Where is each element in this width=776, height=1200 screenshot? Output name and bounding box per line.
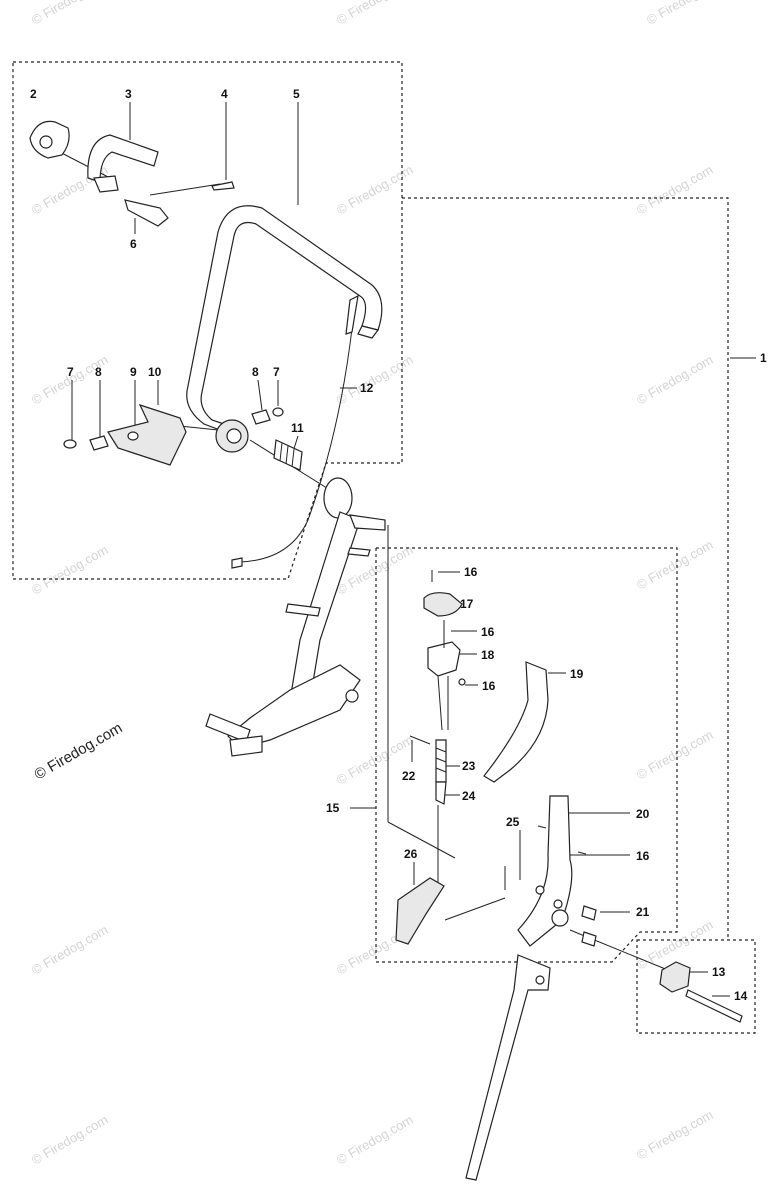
watermark: © Firedog.com	[334, 0, 416, 28]
throttle-cable	[239, 299, 356, 563]
main-frame	[205, 477, 386, 757]
handle-assembly	[29, 120, 383, 569]
callout-16b: 16	[481, 625, 495, 639]
watermark: © Firedog.com	[29, 352, 111, 408]
lever-group-box	[375, 547, 678, 963]
watermark-main: © Firedog.com	[32, 719, 126, 783]
callout-2: 2	[30, 87, 37, 101]
frame-group-box	[402, 197, 729, 940]
callout-7b: 7	[273, 365, 280, 379]
callout-11: 11	[291, 421, 304, 435]
callout-17: 17	[460, 597, 474, 611]
lever-arm	[465, 954, 551, 1181]
callout-22: 22	[402, 769, 416, 783]
callout-12: 12	[360, 381, 374, 395]
knob-bolt	[685, 989, 743, 1023]
watermark: © Firedog.com	[644, 0, 726, 28]
callout-3: 3	[125, 87, 132, 101]
callout-4: 4	[221, 87, 228, 101]
spring	[273, 439, 303, 471]
callout-23: 23	[462, 759, 476, 773]
callout-16a: 16	[464, 565, 478, 579]
latch	[435, 781, 447, 805]
knob-group-box	[636, 939, 756, 1034]
callout-8b: 8	[252, 365, 259, 379]
frame-base	[227, 664, 361, 749]
watermark: © Firedog.com	[634, 162, 716, 218]
callout-15: 15	[326, 801, 340, 815]
callout-6: 6	[130, 237, 137, 251]
callout-8a: 8	[95, 365, 102, 379]
callout-14: 14	[734, 989, 748, 1003]
callout-25: 25	[506, 815, 520, 829]
watermark: © Firedog.com	[29, 922, 111, 978]
pin	[409, 735, 431, 745]
knob-assembly	[659, 961, 743, 1023]
callout-21: 21	[636, 905, 650, 919]
callout-26: 26	[404, 847, 418, 861]
screw	[211, 181, 235, 191]
watermark: © Firedog.com	[29, 542, 111, 598]
watermark: © Firedog.com	[334, 162, 416, 218]
pedal-plate	[395, 877, 445, 945]
frame-pivot	[323, 477, 353, 519]
throttle-lever	[87, 134, 159, 183]
watermark: © Firedog.com	[334, 1112, 416, 1168]
washer	[63, 439, 77, 449]
callout-24: 24	[462, 789, 476, 803]
watermark: © Firedog.com	[634, 537, 716, 593]
callout-labels: 1 2 3 4 5 6 7 8 9 10 8 7 12 11 16 17 16 …	[30, 87, 767, 1003]
grip-pin	[124, 199, 169, 227]
lower-lever-arm	[465, 954, 551, 1181]
lever-housing	[427, 641, 461, 677]
lever-cap	[423, 592, 463, 617]
lever-assembly	[395, 570, 597, 947]
callout-16d: 16	[636, 849, 650, 863]
callout-1: 1	[760, 351, 767, 365]
callout-9: 9	[130, 365, 137, 379]
nut-small	[127, 431, 139, 441]
nut	[89, 435, 109, 451]
washer	[272, 407, 284, 417]
watermark: © Firedog.com	[29, 1112, 111, 1168]
nut	[251, 409, 271, 425]
watermark: © Firedog.com	[634, 352, 716, 408]
lock-knob	[659, 961, 691, 993]
callout-13: 13	[712, 965, 726, 979]
watermark: © Firedog.com	[634, 727, 716, 783]
watermark: © Firedog.com	[634, 1107, 716, 1163]
handle-bar	[186, 205, 383, 431]
watermark: © Firedog.com	[334, 352, 416, 408]
callout-7a: 7	[67, 365, 74, 379]
watermark-layer: © Firedog.com © Firedog.com © Firedog.co…	[29, 0, 726, 1168]
callout-10: 10	[148, 365, 162, 379]
watermark: © Firedog.com	[29, 0, 111, 28]
lever-guide	[483, 661, 549, 783]
bolt	[581, 905, 597, 921]
callout-19: 19	[570, 667, 584, 681]
callout-20: 20	[636, 807, 650, 821]
callout-18: 18	[481, 648, 495, 662]
callout-5: 5	[293, 87, 300, 101]
bracket-plate	[107, 404, 187, 466]
callout-16c: 16	[482, 679, 496, 693]
